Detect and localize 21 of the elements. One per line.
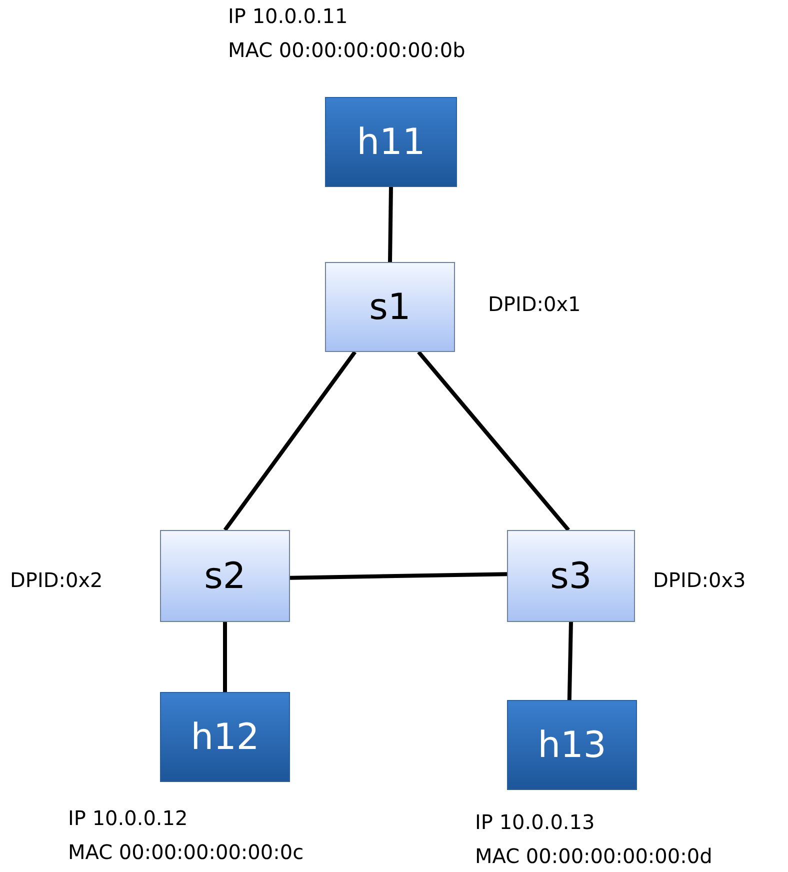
address-label: IP 10.0.0.12 (68, 806, 188, 830)
host-box: h13 (507, 700, 637, 790)
address-label: MAC 00:00:00:00:00:0d (475, 844, 712, 868)
host-box: h11 (325, 97, 457, 187)
link-line (290, 572, 508, 580)
link-line (388, 186, 393, 262)
address-label: MAC 00:00:00:00:00:0c (68, 840, 304, 864)
switch-box: s3 (507, 530, 635, 622)
link-line (223, 622, 227, 692)
address-label: MAC 00:00:00:00:00:0b (228, 38, 466, 62)
dpid-label: DPID:0x3 (653, 568, 746, 592)
address-label: IP 10.0.0.13 (475, 810, 595, 834)
dpid-label: DPID:0x1 (488, 292, 581, 316)
link-line (417, 350, 570, 532)
address-label: IP 10.0.0.11 (228, 4, 348, 28)
host-box: h12 (160, 692, 290, 782)
switch-box: s1 (325, 262, 455, 352)
dpid-label: DPID:0x2 (10, 568, 103, 592)
link-line (567, 622, 573, 700)
switch-box: s2 (160, 530, 290, 622)
link-line (223, 350, 357, 532)
